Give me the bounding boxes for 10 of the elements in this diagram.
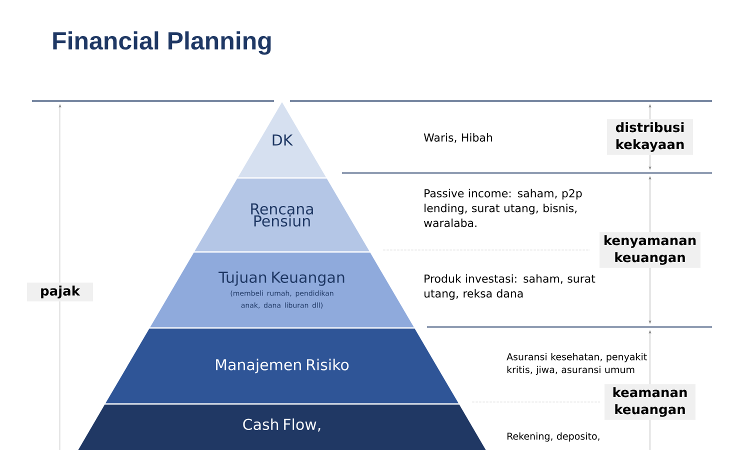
description: Produk investasi: saham, surat utang, reksa dana bbox=[424, 274, 596, 300]
category-box: keamanan keuangan bbox=[604, 384, 696, 420]
category-box: distribusi kekayaan bbox=[607, 119, 693, 155]
category-box: kenyamanan keuangan bbox=[600, 232, 700, 268]
category-box: pajak bbox=[27, 282, 93, 302]
description: Passive income: saham, p2p lending, surat utang, bisnis, waralaba. bbox=[424, 188, 582, 228]
description: Waris, Hibah bbox=[424, 133, 492, 143]
description: Rekening, deposito, bbox=[507, 432, 600, 442]
description: Asuransi kesehatan, penyakit kritis, jiwa, asuransi umum bbox=[506, 353, 647, 376]
title: Financial Planning bbox=[53, 31, 271, 55]
